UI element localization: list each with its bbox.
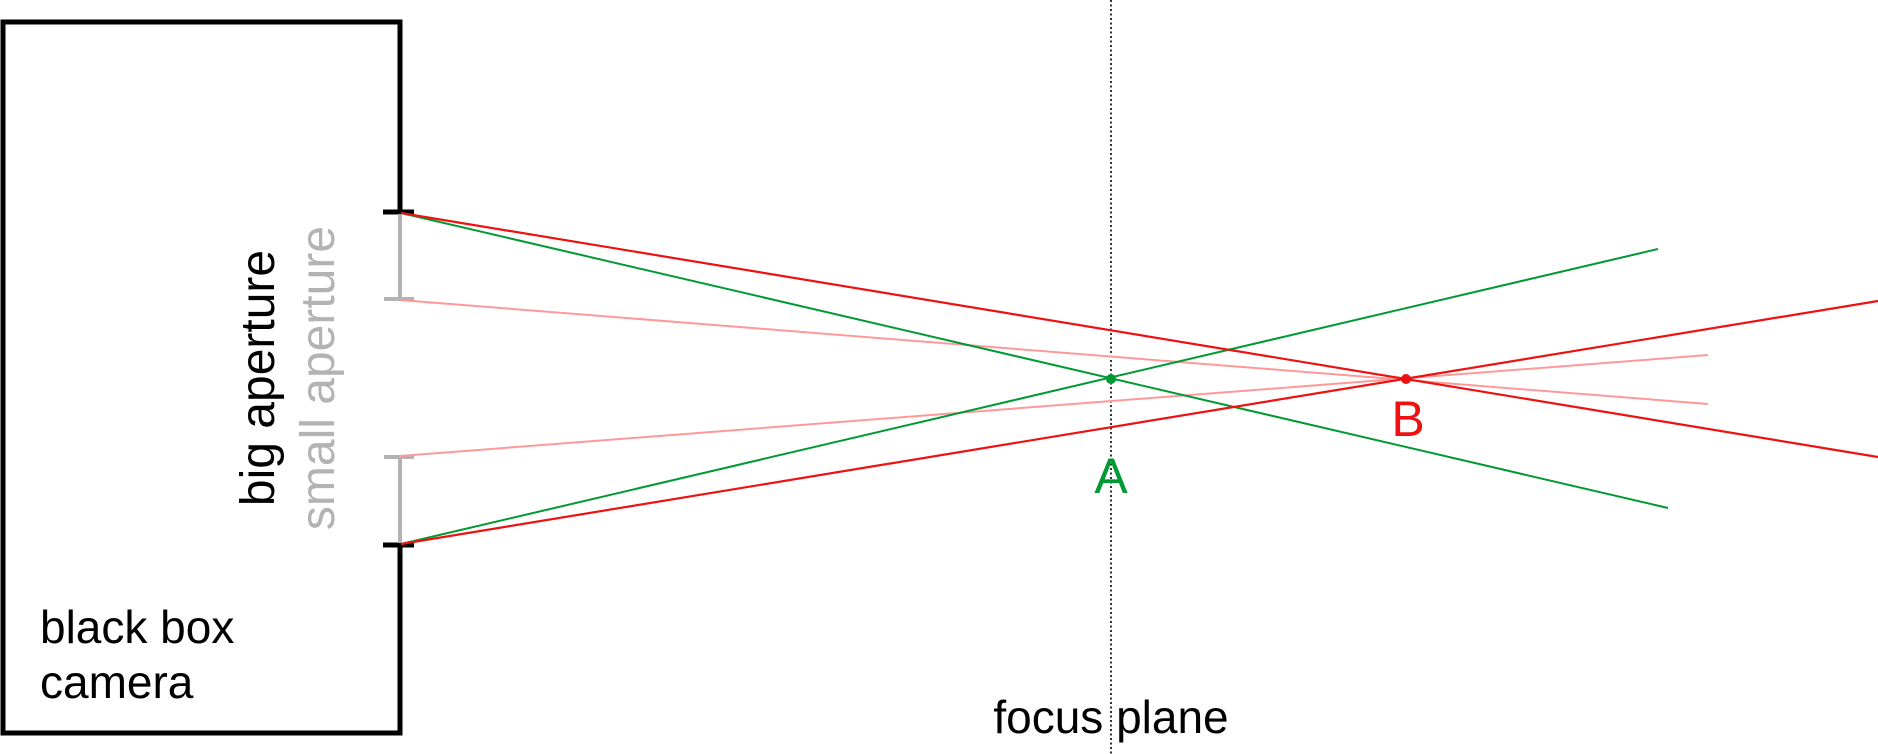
ray-b-big-top xyxy=(400,211,1878,459)
point-b-label: B xyxy=(1391,391,1424,447)
camera-label-line2: camera xyxy=(40,656,194,708)
small-aperture-label: small aperture xyxy=(292,226,345,530)
aperture-bracket-bottom xyxy=(384,455,414,543)
ray-a-top xyxy=(400,212,1669,509)
point-a-dot xyxy=(1106,374,1116,384)
focus-plane-label: focus plane xyxy=(993,691,1228,743)
ray-a-bottom xyxy=(400,248,1659,545)
camera-label-line1: black box xyxy=(40,601,234,653)
point-a-label: A xyxy=(1094,448,1128,504)
ray-b-small-top xyxy=(399,299,1709,405)
ray-b-small-bottom xyxy=(399,354,1709,457)
aperture-bracket-top xyxy=(384,214,414,301)
big-aperture-label: big aperture xyxy=(232,250,285,506)
point-b-dot xyxy=(1401,374,1411,384)
ray-b-big-bottom xyxy=(400,299,1878,546)
